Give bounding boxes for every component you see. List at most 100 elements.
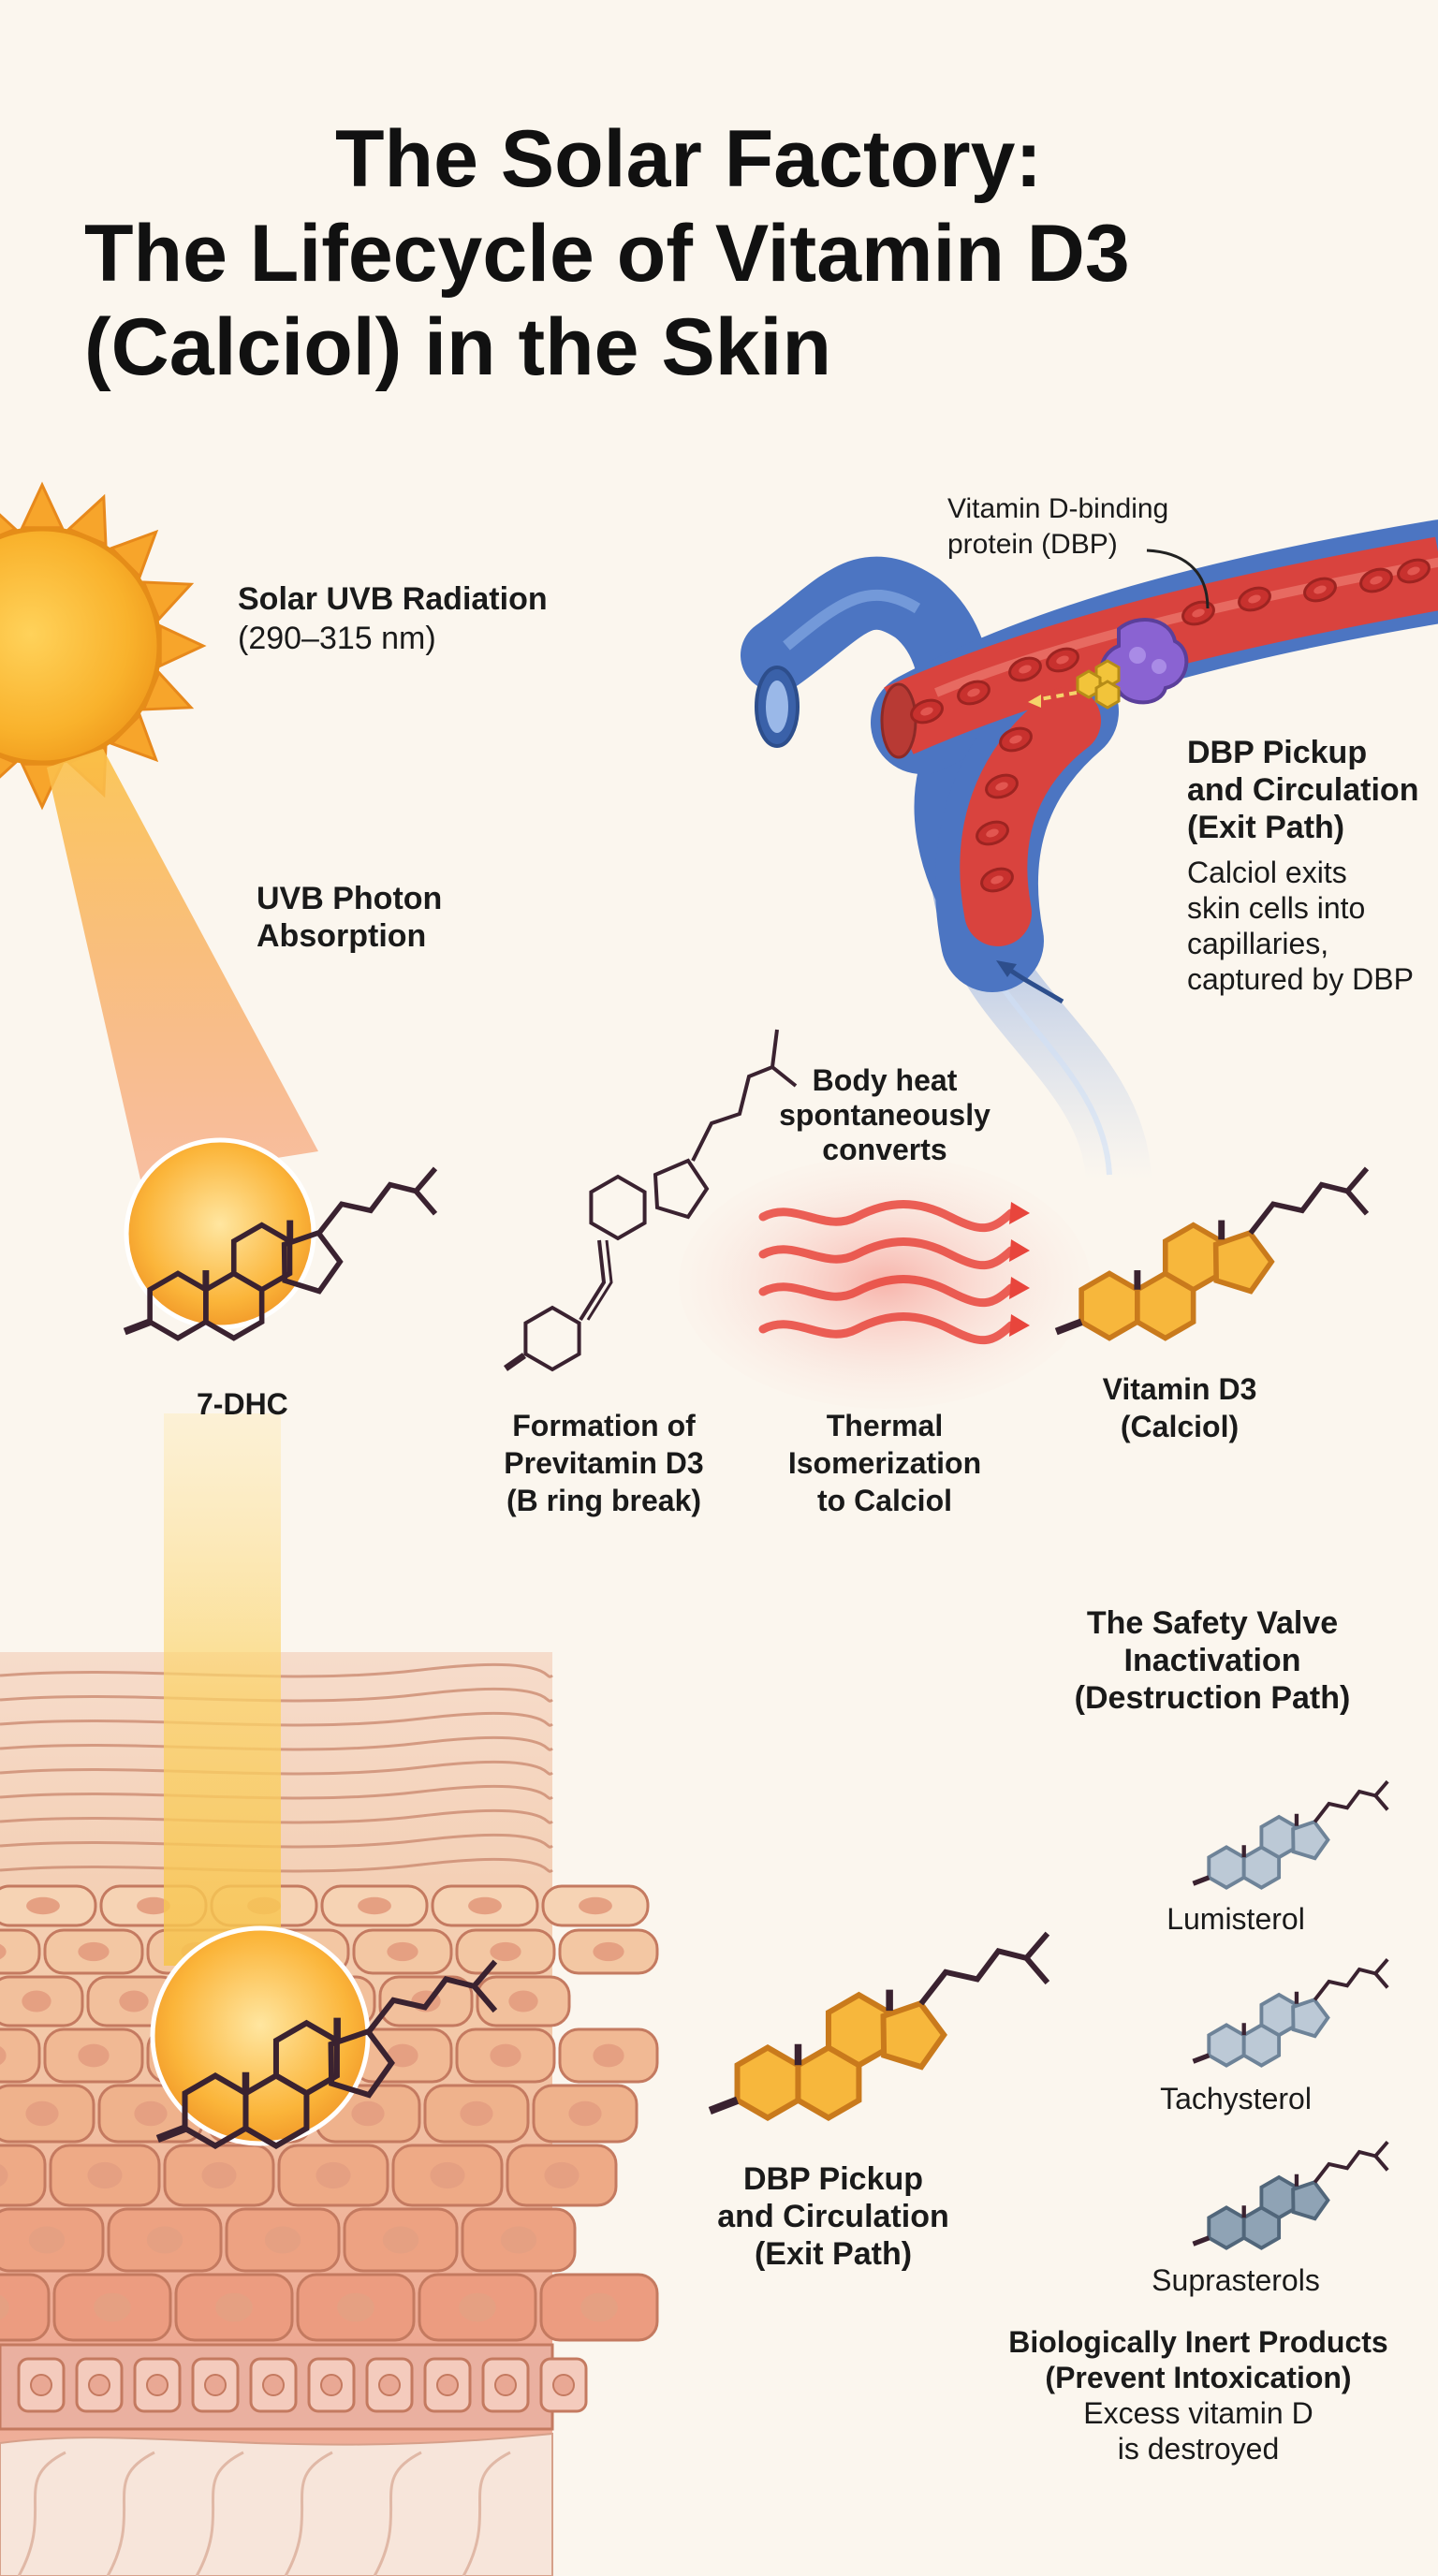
- title-line-2: The Lifecycle of Vitamin D3: [84, 208, 1130, 299]
- skin-cell-nucleus: [264, 2226, 301, 2254]
- basal-cell-nucleus: [262, 2374, 285, 2396]
- title-line-3: (Calciol) in the Skin: [84, 302, 831, 393]
- red-blood-cell-center: [1056, 655, 1069, 665]
- safety-title-line-2: Inactivation: [1123, 1643, 1301, 1678]
- previtamin-line-3: (B ring break): [506, 1484, 702, 1517]
- steroid-ring: [734, 2044, 801, 2121]
- side-chain: [1313, 1957, 1389, 2001]
- skin-cell-nucleus: [579, 1896, 612, 1915]
- suprasterols-molecule-icon: [1192, 2140, 1389, 2250]
- skin-cell-nucleus: [430, 2161, 465, 2189]
- skin-cell-nucleus: [22, 1990, 51, 2012]
- solar-range: (290–315 nm): [238, 621, 436, 656]
- sun-ray: [0, 513, 19, 537]
- red-blood-cell-center: [995, 782, 1008, 791]
- skin-cell-nucleus: [500, 2226, 537, 2254]
- previtamin-molecule-icon: [503, 1029, 798, 1372]
- side-chain: [472, 1983, 498, 2013]
- basal-cell-nucleus: [436, 2374, 459, 2396]
- absorption-line-1: UVB Photon: [257, 881, 443, 916]
- heat-wave: [758, 1275, 1016, 1308]
- thermal-line-1: Thermal: [826, 1409, 944, 1442]
- red-blood-cell-center: [986, 828, 999, 838]
- uvb-beam: [47, 749, 318, 1179]
- skin-cell-nucleus: [25, 2100, 59, 2127]
- steroid-ring: [1207, 2023, 1246, 2068]
- title-line-1: The Solar Factory:: [335, 114, 1043, 204]
- skin-cell-nucleus: [387, 1941, 418, 1962]
- skin-cell: [0, 2027, 41, 2084]
- product-suprasterols: Suprasterols: [1152, 2263, 1320, 2297]
- steroid-ring: [1291, 1997, 1330, 2039]
- lower-vitamin-d3-molecule-icon: [708, 1931, 1050, 2121]
- thermal-line-3: to Calciol: [816, 1484, 952, 1517]
- side-chain: [414, 1189, 438, 1216]
- skin-cell-nucleus: [593, 2043, 624, 2068]
- lower-exit-line-3: (Exit Path): [754, 2236, 913, 2272]
- hydroxyl-bond: [1054, 1318, 1083, 1336]
- skin-stratum-line: [0, 1833, 553, 1849]
- heat-line-1: Body heat: [812, 1063, 958, 1097]
- exit-title-line-3: (Exit Path): [1187, 810, 1345, 845]
- skin-stratum-line: [0, 1808, 553, 1824]
- sun-icon: [0, 481, 207, 811]
- skin-stratum-line: [0, 1857, 553, 1873]
- red-blood-cell-center: [1370, 576, 1383, 585]
- skin-cell-nucleus: [26, 1896, 60, 1915]
- skin-cell-nucleus: [315, 2161, 351, 2189]
- dermis-fiber: [106, 2451, 155, 2576]
- exit-desc-line-4: captured by DBP: [1187, 962, 1414, 996]
- basal-cell-nucleus: [88, 2374, 110, 2396]
- steroid-ring: [1259, 2174, 1299, 2220]
- steroid-ring: [825, 1991, 892, 2069]
- sun-ray: [158, 623, 207, 668]
- skin-cell-nucleus: [580, 2292, 618, 2322]
- side-chain: [1373, 1972, 1389, 1989]
- previtamin-line-2: Previtamin D3: [504, 1446, 704, 1480]
- hydroxyl-bond: [123, 1318, 152, 1336]
- hydroxyl-bond: [1192, 2235, 1211, 2247]
- exit-desc-line-2: skin cells into: [1187, 891, 1366, 925]
- skin-cell: [0, 2144, 47, 2207]
- red-blood-cell-center: [990, 875, 1004, 885]
- red-blood-cell-center: [1313, 585, 1327, 594]
- side-chain: [770, 1065, 798, 1088]
- absorption-line-2: Absorption: [257, 918, 427, 954]
- exit-desc-line-3: capillaries,: [1187, 927, 1329, 960]
- skin-stratum-line: [0, 1760, 553, 1776]
- heat-wave-icon: [758, 1200, 1030, 1345]
- skin-cell-nucleus: [0, 1943, 7, 1960]
- steroid-ring: [328, 2027, 395, 2099]
- red-blood-cell-center: [920, 707, 933, 716]
- steroid-ring: [1207, 1845, 1246, 1890]
- exit-title-line-1: DBP Pickup: [1187, 735, 1368, 770]
- skin-cell-nucleus: [78, 1941, 110, 1962]
- skin-stratum-line: [0, 1784, 553, 1800]
- red-blood-cell-center: [1407, 566, 1420, 576]
- heat-arrowhead: [1009, 1202, 1030, 1224]
- side-chain: [1373, 2155, 1389, 2172]
- steroid-ring: [1259, 1814, 1299, 1860]
- steroid-ring: [281, 1229, 344, 1295]
- side-chain: [316, 1166, 438, 1236]
- heat-wave: [758, 1237, 1016, 1270]
- dbp-label-line-1: Vitamin D-binding: [947, 493, 1169, 524]
- side-chain: [918, 1931, 1050, 2006]
- red-blood-cell-center: [967, 688, 980, 697]
- hydroxyl-bond: [708, 2096, 740, 2115]
- page-title: The Solar Factory: The Lifecycle of Vita…: [84, 112, 1376, 395]
- dermis-fiber: [284, 2451, 333, 2576]
- basal-cell-nucleus: [146, 2374, 169, 2396]
- molecule-icon: [155, 1959, 498, 2149]
- red-blood-cell-center: [1009, 735, 1022, 744]
- skin-cell-nucleus: [137, 1896, 170, 1915]
- product-tachysterol: Tachysterol: [1160, 2082, 1312, 2115]
- lower-exit-line-1: DBP Pickup: [742, 2161, 924, 2197]
- skin-cell-nucleus: [146, 2226, 183, 2254]
- steroid-ring: [1078, 1270, 1140, 1341]
- steroid-ring: [589, 1174, 647, 1241]
- exit-desc-line-1: Calciol exits: [1187, 856, 1347, 889]
- uvb-beam-lower: [164, 1413, 281, 1966]
